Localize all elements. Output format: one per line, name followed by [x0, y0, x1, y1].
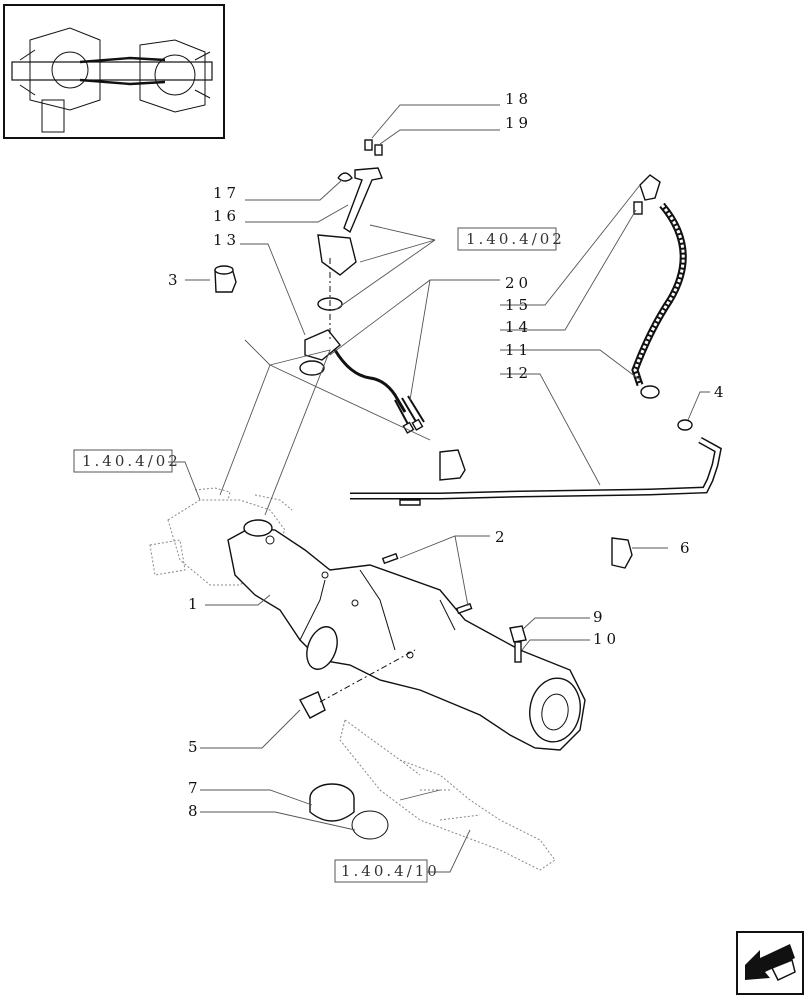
reference-box-top[interactable]: 1.40.4/02 [457, 227, 565, 251]
callout-4[interactable]: 4 [714, 383, 728, 401]
part-16-shaft[interactable] [343, 167, 383, 234]
part-20-wire-harness[interactable] [333, 349, 425, 434]
part-2-pins[interactable] [381, 552, 473, 615]
callout-8[interactable]: 8 [188, 802, 202, 820]
callout-6[interactable]: 6 [680, 539, 694, 557]
callout-5[interactable]: 5 [188, 738, 202, 756]
callout-15[interactable]: 15 [505, 296, 532, 314]
callout-20[interactable]: 20 [505, 274, 532, 292]
ghost-components [149, 487, 556, 871]
reference-box-bottom[interactable]: 1.40.4/10 [334, 859, 440, 883]
part-12-brake-pipe[interactable] [350, 436, 722, 506]
next-page-arrow-icon[interactable] [736, 931, 804, 995]
reference-label: 1.40.4/02 [466, 230, 565, 248]
part-13-sensor[interactable] [299, 234, 357, 376]
callout-7[interactable]: 7 [188, 779, 202, 797]
part-11-brake-hose[interactable] [631, 174, 687, 399]
part-7-seal[interactable] [309, 783, 355, 822]
parts-18-19-screws[interactable] [364, 139, 383, 156]
callout-18[interactable]: 18 [505, 90, 532, 108]
callout-labels: 18 19 17 16 13 3 20 15 14 11 12 4 6 2 9 … [168, 90, 728, 820]
callout-3[interactable]: 3 [168, 271, 182, 289]
axle-housing[interactable] [227, 519, 586, 751]
part-4-oring[interactable] [677, 419, 693, 431]
callout-2[interactable]: 2 [495, 528, 509, 546]
part-8-oring[interactable] [351, 810, 389, 840]
reference-box-left[interactable]: 1.40.4/02 [73, 449, 181, 473]
callout-9[interactable]: 9 [593, 608, 607, 626]
callout-14[interactable]: 14 [505, 318, 532, 336]
leader-lines [168, 104, 710, 873]
callout-11[interactable]: 11 [505, 341, 532, 359]
part-5-plug[interactable] [299, 691, 326, 719]
reference-label: 1.40.4/10 [341, 862, 440, 880]
assembly-axes [319, 258, 416, 703]
part-6-sensor[interactable] [611, 537, 633, 569]
axle-assembly-thumbnail[interactable] [3, 4, 225, 139]
callout-19[interactable]: 19 [505, 114, 532, 132]
callout-16[interactable]: 16 [213, 207, 240, 225]
callout-17[interactable]: 17 [213, 184, 240, 202]
callout-10[interactable]: 10 [593, 630, 620, 648]
reference-label: 1.40.4/02 [82, 452, 181, 470]
part-17-circlip[interactable] [337, 172, 353, 182]
part-14-bolt[interactable] [633, 201, 643, 215]
part-3-plug[interactable] [214, 265, 237, 293]
callout-1[interactable]: 1 [188, 595, 202, 613]
callout-13[interactable]: 13 [213, 231, 240, 249]
callout-12[interactable]: 12 [505, 364, 532, 382]
